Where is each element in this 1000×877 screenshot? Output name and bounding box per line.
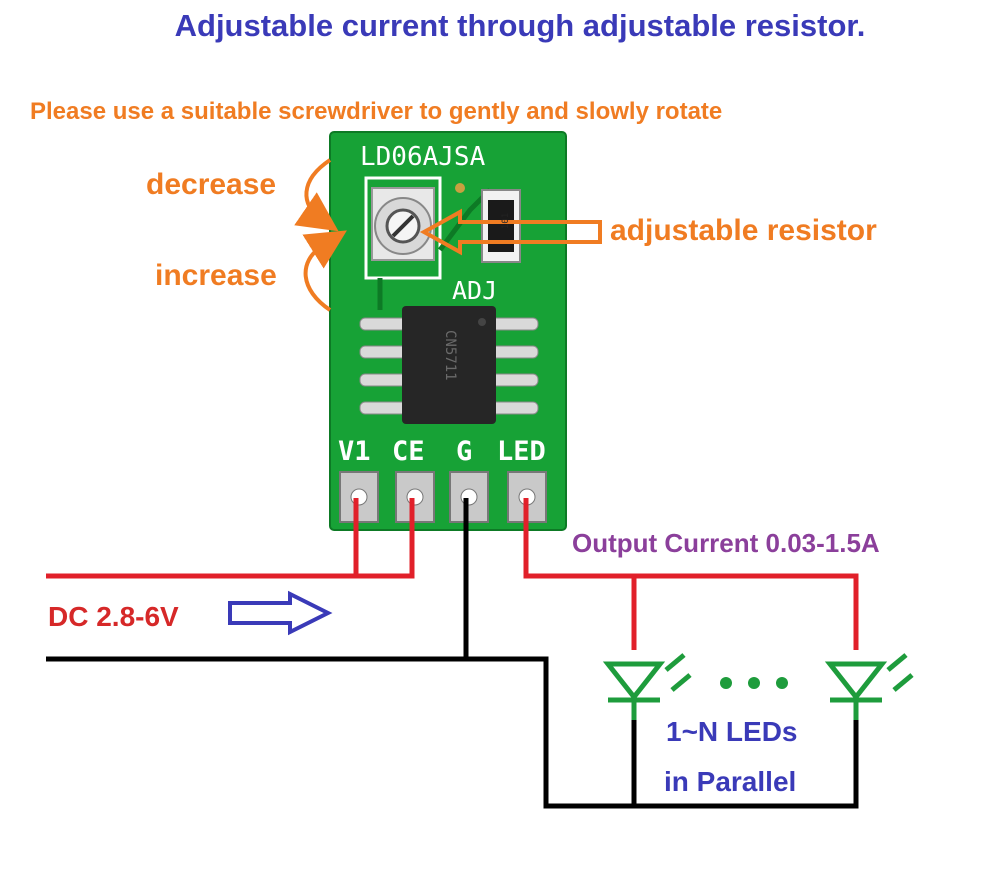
input-arrow [228,590,333,636]
pin-label-ce: CE [392,436,425,467]
leds-label-line1: 1~N LEDs [666,716,798,747]
output-current-label: Output Current 0.03-1.5A [572,528,880,558]
ellipsis-dots [720,677,788,689]
increase-label: increase [155,259,277,292]
adj-label: ADJ [452,276,498,305]
positive-wires [46,498,859,650]
adjustable-resistor-label: adjustable resistor [610,214,877,247]
board-name: LD06AJSA [360,142,486,172]
instruction-text: Please use a suitable screwdriver to gen… [30,98,723,125]
pointer-arrow [419,208,602,256]
rotation-arrows [294,158,347,312]
chip-marking: CN5711 [442,330,458,381]
decrease-label: decrease [146,168,277,201]
potentiometer[interactable] [371,187,435,261]
led-2 [824,653,914,720]
pin-label-v1: V1 [338,436,371,467]
led-1 [602,653,692,720]
pin-label-led: LED [497,436,546,467]
pin-label-g: G [456,436,473,467]
diagram-title: Adjustable current through adjustable re… [174,8,866,43]
input-voltage-label: DC 2.8-6V [48,601,179,632]
ic-chip [359,306,539,424]
resistor-marking: 101 [501,212,512,230]
leds-label-line2: in Parallel [664,766,797,797]
